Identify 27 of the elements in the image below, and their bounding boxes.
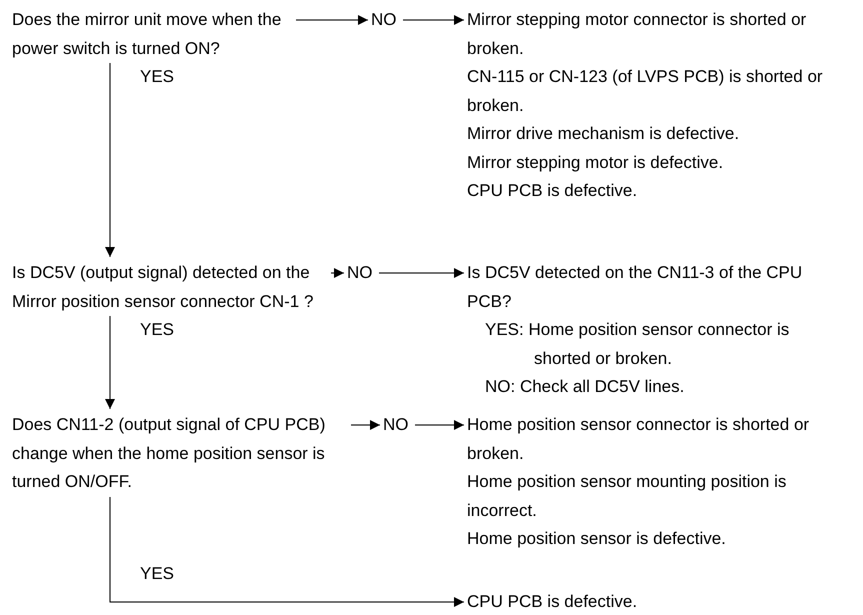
arrow — [350, 420, 380, 430]
branch-label: NO — [347, 259, 375, 288]
result-text: Mirror stepping motor is defective. — [467, 152, 724, 174]
result-text: Home position sensor is defective. — [467, 528, 727, 550]
arrow — [330, 268, 344, 278]
result-text: CN-115 or CN-123 (of LVPS PCB) is shorted or broken. — [467, 66, 824, 116]
result-text: Home position sensor connector is shorted or broken. — [467, 414, 810, 464]
question-text: Does CN11-2 (output signal of CPU PCB) change when the home position sensor is turned ON/OFF. — [12, 411, 347, 496]
arrow — [402, 15, 464, 25]
arrow — [378, 268, 464, 278]
result-text: CPU PCB is defective. — [467, 180, 638, 202]
result-text: Is DC5V detected on the CN11-3 of the CPU PCB? — [467, 262, 804, 312]
result-text: Home position sensor mounting position is incorrect. — [467, 471, 788, 522]
question-text: Is DC5V (output signal) detected on the Mirror position sensor connector CN-1 ? — [12, 259, 327, 316]
branch-label: NO — [383, 411, 411, 440]
branch-label: NO — [371, 6, 399, 34]
result-text: CPU PCB is defective. — [467, 588, 767, 615]
arrow — [105, 62, 115, 258]
arrow — [105, 316, 115, 410]
result-text: Mirror drive mechanism is defective. — [467, 123, 740, 145]
arrow — [414, 420, 464, 430]
result-text: Mirror stepping motor connector is shorted or broken. — [467, 9, 808, 60]
arrow — [296, 15, 368, 25]
question-text: Does the mirror unit move when the power switch is turned ON? — [12, 6, 292, 63]
result-text: NO: Check all DC5V lines. — [484, 376, 686, 398]
arrow — [110, 496, 464, 607]
result-text: YES: Home position sensor connector is shorted or broken. — [484, 319, 790, 370]
